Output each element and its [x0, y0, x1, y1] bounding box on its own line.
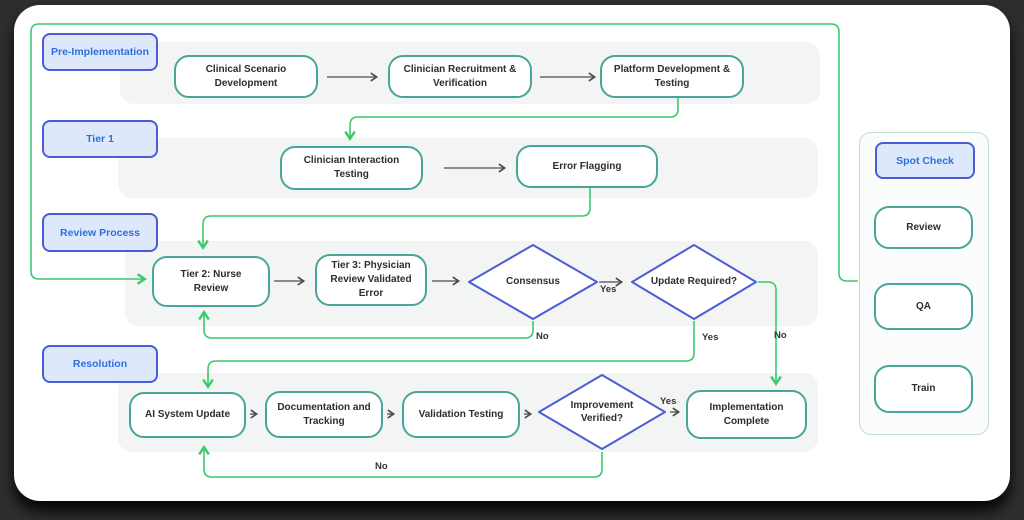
node-spotcheck-train: Train	[874, 365, 973, 413]
sidebar-title-spot-check: Spot Check	[875, 142, 975, 179]
node-implementation-complete: Implementation Complete	[686, 390, 807, 439]
decision-consensus-label: Consensus	[506, 276, 560, 288]
edge-label-consensus-yes: Yes	[600, 284, 617, 295]
node-clinician-recruitment-verification: Clinician Recruitment & Verification	[388, 55, 532, 98]
decision-update-required-label: Update Required?	[650, 276, 738, 288]
node-platform-development-testing: Platform Development & Testing	[600, 55, 744, 98]
edge-label-update-yes: Yes	[702, 332, 719, 343]
node-documentation-tracking: Documentation and Tracking	[265, 391, 383, 438]
stage-label-tier1: Tier 1	[42, 120, 158, 158]
decision-consensus: Consensus	[467, 243, 599, 321]
edge-label-update-no: No	[774, 330, 787, 341]
node-error-flagging: Error Flagging	[516, 145, 658, 188]
node-tier3-physician-review: Tier 3: Physician Review Validated Error	[315, 254, 427, 306]
node-spotcheck-qa: QA	[874, 283, 973, 330]
edge-label-consensus-no: No	[536, 331, 549, 342]
decision-improvement-verified-label: Improvement Verified?	[570, 399, 634, 425]
node-spotcheck-review: Review	[874, 206, 973, 249]
decision-update-required: Update Required?	[630, 243, 758, 321]
edge-label-improvement-no: No	[375, 461, 388, 472]
stage-label-resolution: Resolution	[42, 345, 158, 383]
node-clinician-interaction-testing: Clinician Interaction Testing	[280, 146, 423, 190]
node-validation-testing: Validation Testing	[402, 391, 520, 438]
stage-label-review-process: Review Process	[42, 213, 158, 252]
decision-improvement-verified: Improvement Verified?	[537, 373, 667, 451]
node-clinical-scenario-development: Clinical Scenario Development	[174, 55, 318, 98]
stage-label-pre-implementation: Pre-Implementation	[42, 33, 158, 71]
node-ai-system-update: AI System Update	[129, 392, 246, 438]
row-band-tier1	[118, 138, 818, 198]
node-tier2-nurse-review: Tier 2: Nurse Review	[152, 256, 270, 307]
edge-label-improvement-yes: Yes	[660, 396, 677, 407]
